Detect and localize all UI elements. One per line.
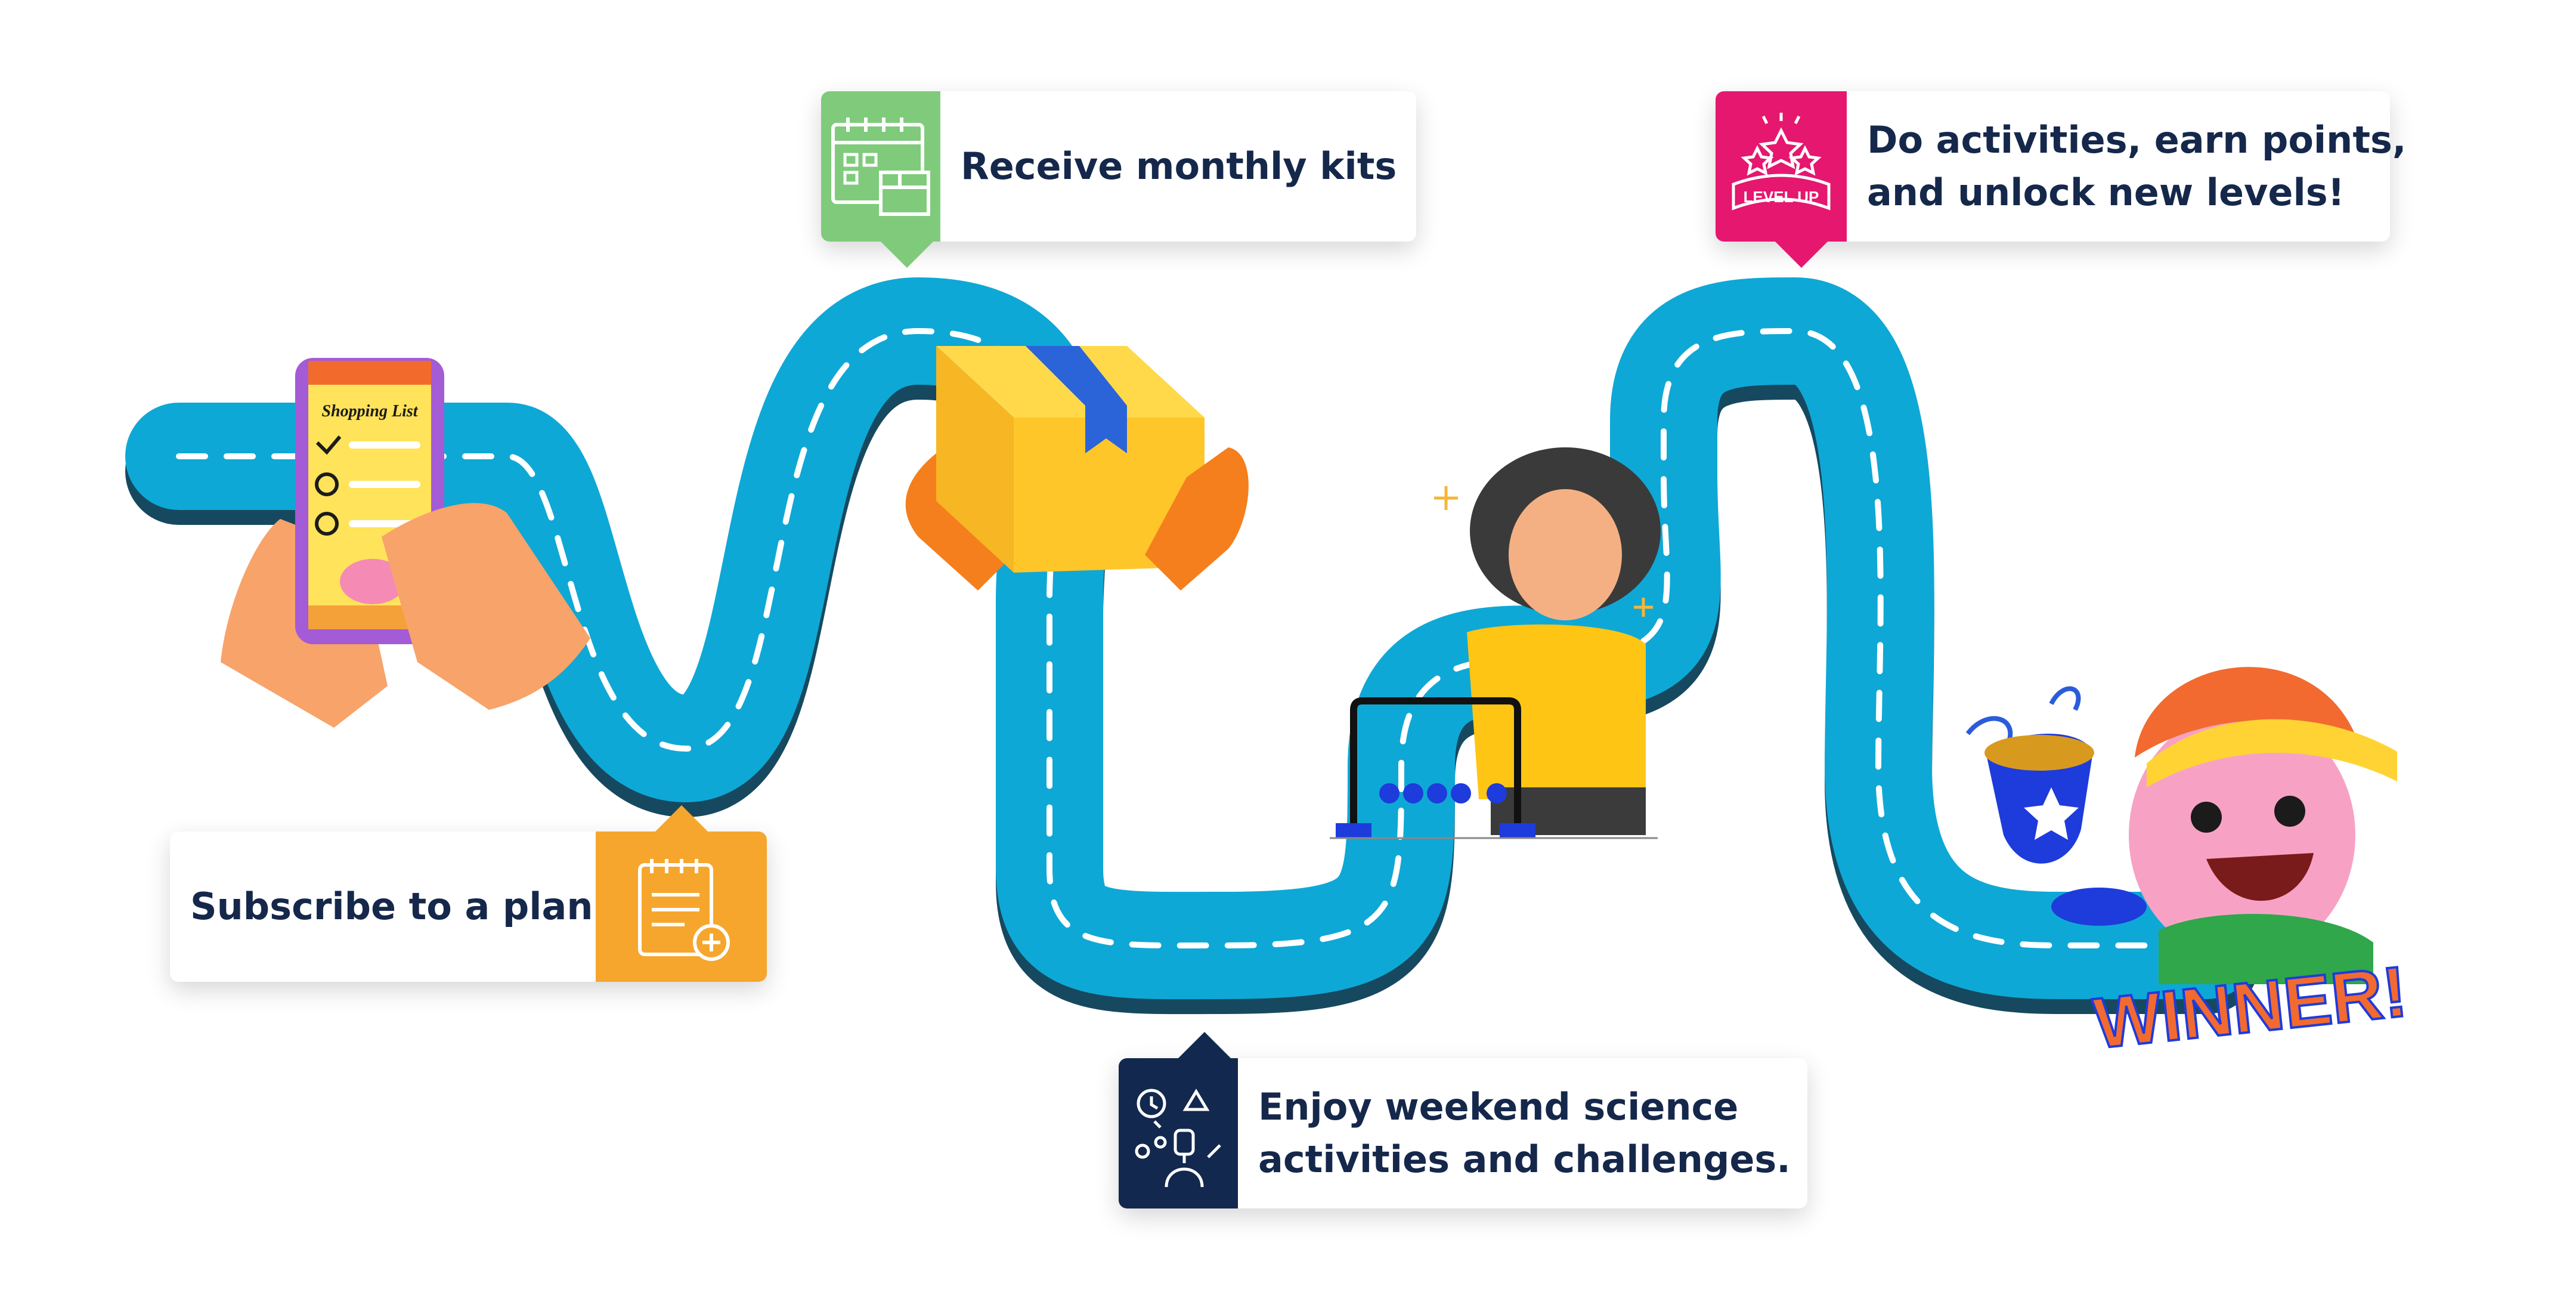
box-front (936, 346, 1014, 573)
star-icon (2024, 787, 2079, 840)
step-receive-pointer (881, 242, 933, 268)
step-levels-line-2: and unlock new levels! (1867, 171, 2345, 214)
box-tape (1026, 346, 1127, 453)
kid-eye (2191, 802, 2222, 833)
step-levels-tile: LEVEL UP (1716, 91, 1847, 268)
kid-cap-brim (2147, 719, 2397, 787)
person-face (1509, 489, 1622, 620)
step-subscribe-tile (596, 805, 767, 982)
box-right-hand (1145, 447, 1249, 591)
step-subscribe-label: Subscribe to a plan (190, 885, 593, 928)
phone-header-bar (308, 361, 431, 385)
person-shirt (1467, 624, 1646, 799)
cradle-ball (1427, 783, 1447, 803)
step-enjoy-tile (1119, 1032, 1238, 1208)
road (125, 277, 2260, 1015)
step-levels-card: LEVEL UP Do activities, earn points, and… (1716, 91, 2406, 268)
plus-sparkle-icon (1434, 486, 1458, 510)
box-illustration (905, 346, 1249, 591)
kid-shirt (2159, 914, 2373, 984)
step-subscribe-card: Subscribe to a plan (170, 805, 767, 982)
confetti-swirl (2049, 686, 2081, 711)
cradle-ball (1451, 783, 1471, 803)
trophy-base (2051, 888, 2147, 926)
science-person-illustration (1330, 447, 1661, 839)
list-line (349, 481, 420, 488)
notepad-plus-icon (637, 859, 730, 961)
kid-face (2129, 710, 2355, 960)
list-circle-icon (315, 512, 339, 536)
step-receive-label: Receive monthly kits (961, 144, 1397, 188)
science-activity-icon (1135, 1089, 1221, 1188)
step-receive-tile (821, 91, 940, 268)
step-enjoy-label: Enjoy weekend science activities and cha… (1238, 1081, 1815, 1186)
cradle-ball (1487, 783, 1507, 803)
level-up-icon: LEVEL UP (1732, 113, 1831, 211)
level-up-icon-text: LEVEL UP (1744, 188, 1819, 206)
cradle-base-left (1336, 823, 1371, 837)
step-levels-line-1: Do activities, earn points, (1867, 118, 2407, 162)
kid-eye (2274, 796, 2305, 827)
cradle-ball (1403, 783, 1423, 803)
kid-mouth (2206, 853, 2314, 901)
list-line (349, 441, 420, 449)
kid-cap (2135, 667, 2397, 764)
phone-illustration: Shopping List (221, 358, 590, 728)
step-levels-pointer (1775, 242, 1828, 268)
right-hand (382, 503, 590, 710)
step-levels-label: Do activities, earn points, and unlock n… (1847, 114, 2430, 219)
newtons-cradle-frame (1350, 697, 1521, 829)
cradle-ball (1379, 783, 1400, 803)
step-subscribe-pointer (655, 805, 708, 832)
phone-title: Shopping List (321, 402, 418, 421)
road-lane-dashes (176, 327, 2209, 949)
step-enjoy-card: Enjoy weekend science activities and cha… (1119, 1032, 1807, 1208)
list-circle-icon (315, 472, 339, 496)
step-enjoy-pointer (1178, 1032, 1231, 1058)
plus-sparkle-icon (1634, 598, 1653, 617)
checkmark-icon (315, 435, 342, 455)
calendar-box-icon (831, 118, 930, 216)
confetti-swirl (1965, 716, 2013, 740)
step-receive-card: Receive monthly kits (821, 91, 1416, 268)
step-enjoy-line-1: Enjoy weekend science (1258, 1085, 1739, 1129)
step-enjoy-line-2: activities and challenges. (1258, 1138, 1791, 1181)
trophy-rim (1984, 735, 2094, 771)
cradle-base-right (1500, 823, 1535, 837)
piggy-bank-icon (340, 559, 405, 604)
